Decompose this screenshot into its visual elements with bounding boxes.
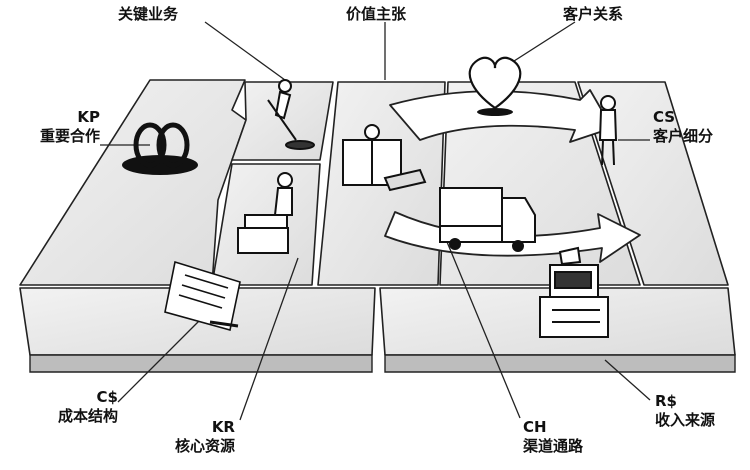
gift-box-icon bbox=[342, 124, 427, 192]
standing-person-icon bbox=[598, 95, 618, 166]
digging-person-icon bbox=[267, 79, 315, 150]
label-value-propositions: 价值主张 bbox=[346, 5, 407, 23]
heart-icon bbox=[468, 56, 522, 116]
worker-with-box-icon bbox=[237, 172, 293, 254]
label-customer-relationships: 客户关系 bbox=[563, 5, 624, 23]
contract-document-icon bbox=[164, 260, 241, 331]
delivery-truck-icon bbox=[439, 187, 536, 252]
label-channels: CH 渠道通路 bbox=[523, 418, 584, 455]
cash-register-icon bbox=[539, 246, 609, 338]
label-key-activities: 关键业务 bbox=[118, 5, 179, 23]
label-key-partners: KP 重要合作 bbox=[39, 108, 100, 145]
label-customer-segments: CS 客户细分 bbox=[653, 108, 714, 145]
label-cost-structure: C$ 成本结构 bbox=[57, 388, 118, 425]
interlocked-rings-icon bbox=[122, 122, 198, 175]
label-revenue-streams: R$ 收入来源 bbox=[655, 392, 716, 429]
label-key-resources: KR 核心资源 bbox=[174, 418, 235, 455]
